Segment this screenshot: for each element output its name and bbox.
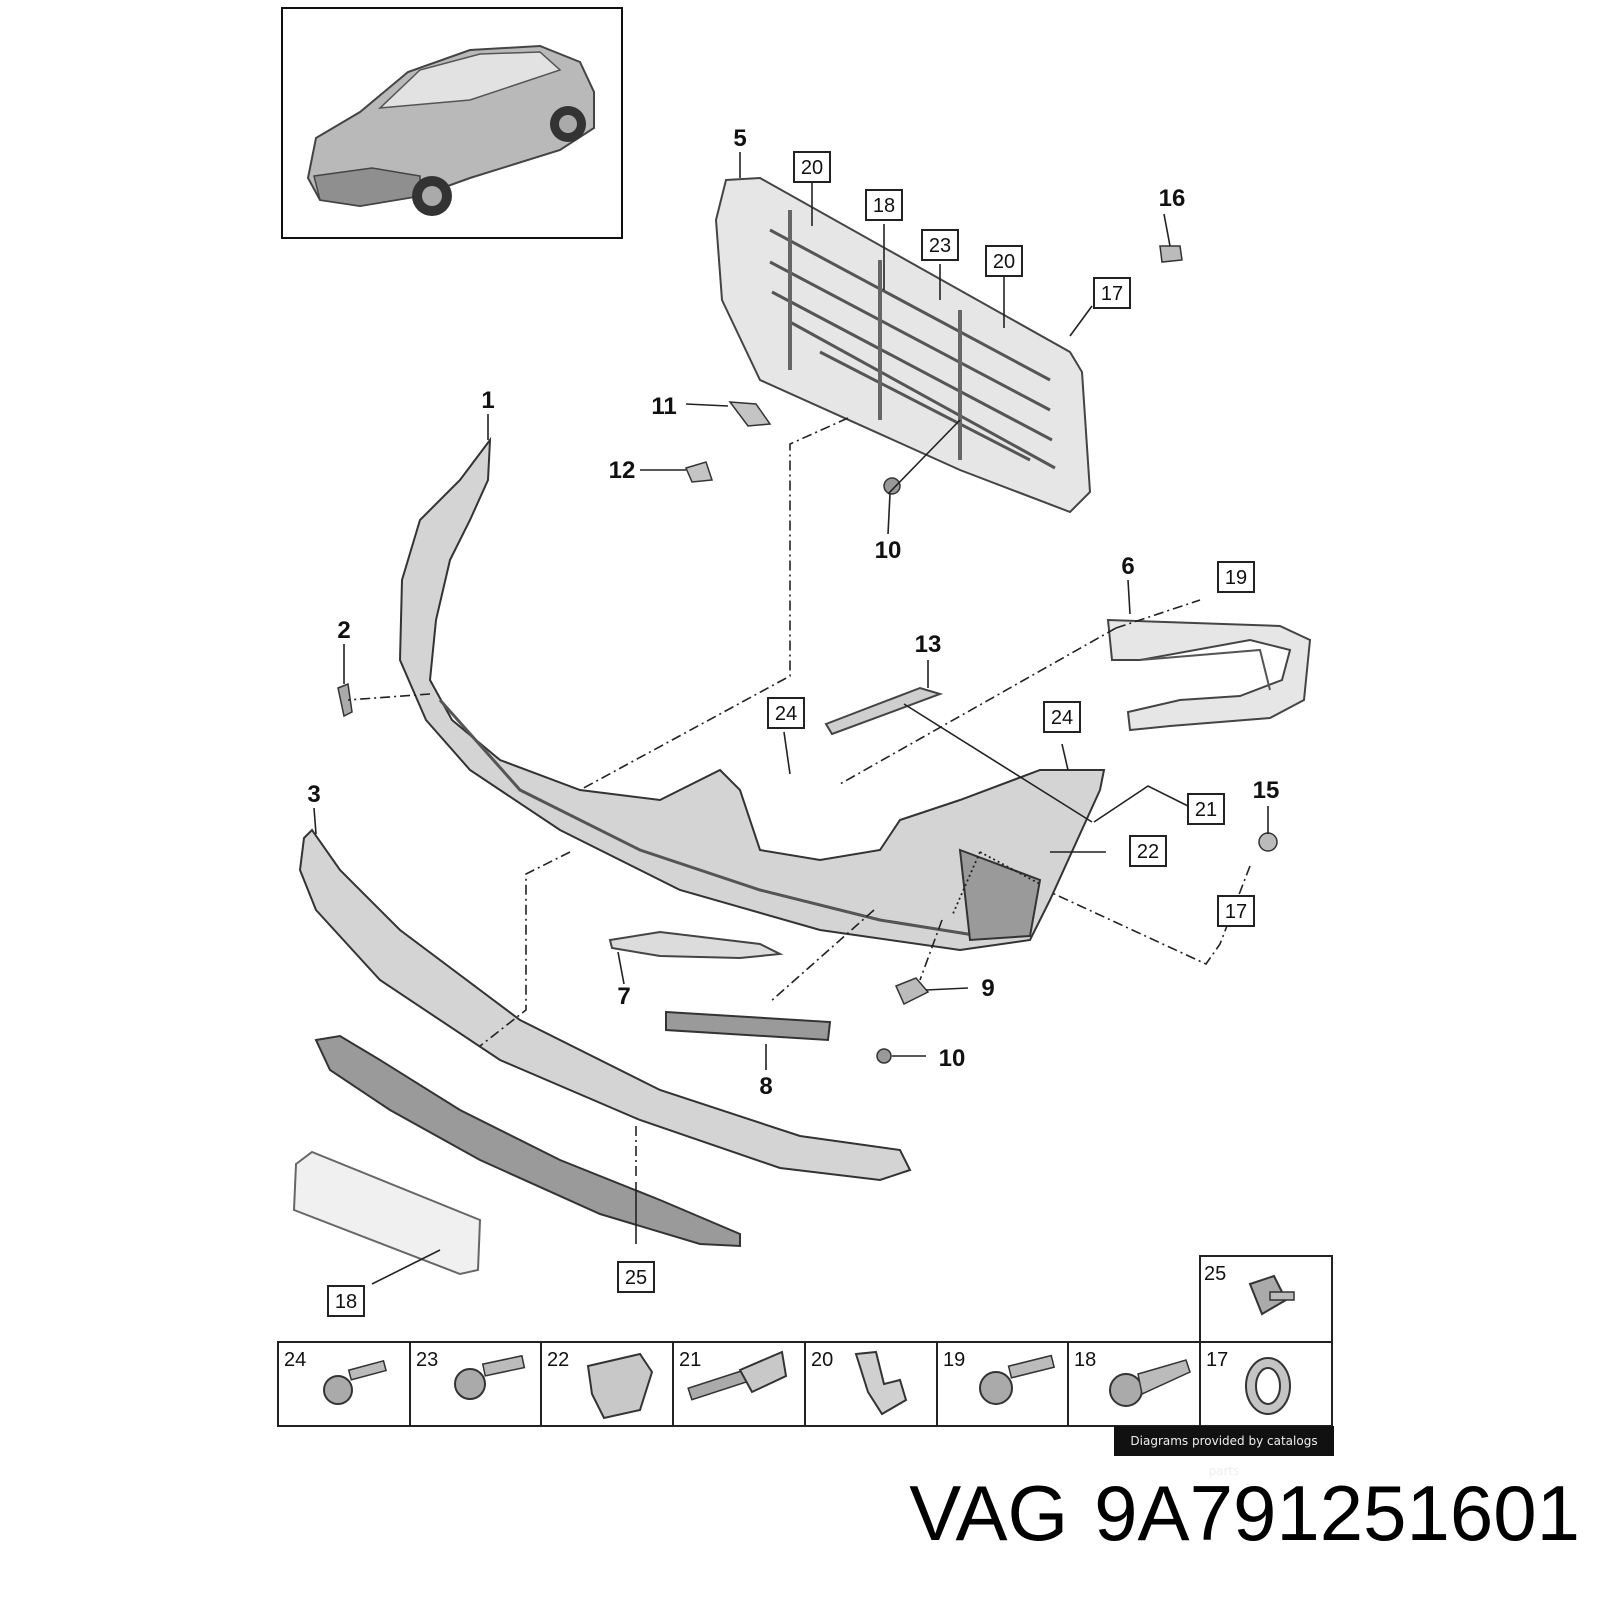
callout-10-lower: 10	[939, 1045, 966, 1072]
fastener-cell-18-label: 18	[1074, 1349, 1096, 1371]
fastener-table: 25 24 23 22 21 20 19 18 17	[277, 1255, 1333, 1427]
boxed-callout-25: 25	[617, 1261, 655, 1293]
fastener-cell-17-label: 17	[1206, 1349, 1228, 1371]
boxed-callout-21: 21	[1187, 793, 1225, 825]
fastener-cell-24-label: 24	[284, 1349, 306, 1371]
lower-lip-strip	[314, 1034, 741, 1248]
nut-ring-icon	[1245, 1357, 1291, 1415]
bumper-cover	[398, 436, 1106, 952]
assembly-lines	[347, 417, 1251, 1176]
side-vent-frame	[1106, 618, 1312, 732]
svg-text:20: 20	[993, 251, 1015, 273]
callout-8: 8	[759, 1073, 772, 1100]
callout-3: 3	[307, 781, 320, 808]
boxed-callout-20a: 20	[793, 151, 831, 183]
part-9-bracket	[894, 977, 930, 1006]
bolt-icon	[323, 1359, 387, 1405]
lower-spoiler	[298, 828, 912, 1182]
fastener-cell-21-label: 21	[679, 1349, 701, 1371]
boxed-callout-23: 23	[921, 229, 959, 261]
callout-16: 16	[1159, 185, 1186, 212]
svg-text:17: 17	[1101, 283, 1123, 305]
boxed-callout-24a: 24	[767, 697, 805, 729]
leader-lines	[313, 152, 1269, 1285]
callout-5: 5	[733, 125, 746, 152]
svg-text:18: 18	[335, 1291, 357, 1313]
part-10-clip-lower	[876, 1048, 892, 1064]
callout-11: 11	[651, 393, 676, 420]
part-caption: VAG 9A791251601	[840, 1468, 1580, 1559]
svg-text:19: 19	[1225, 567, 1247, 589]
callout-numbers: 1 2 3 5 6 7 8 9 10 10 11 12 13 15 16	[307, 125, 1279, 1100]
svg-text:20: 20	[801, 157, 823, 179]
callout-7: 7	[617, 983, 630, 1010]
rivet-icon	[687, 1350, 788, 1401]
svg-text:24: 24	[1051, 707, 1073, 729]
callout-2: 2	[337, 617, 350, 644]
svg-text:18: 18	[873, 195, 895, 217]
bolt-icon	[979, 1354, 1056, 1405]
boxed-callouts: 20 18 23 20 17 19 24 24 21 22 17 25 18	[327, 151, 1255, 1317]
boxed-callout-20b: 20	[985, 245, 1023, 277]
part-11-bracket	[728, 401, 772, 427]
boxed-callout-18b: 18	[327, 1285, 365, 1317]
fastener-cell-20-label: 20	[811, 1349, 833, 1371]
svg-text:24: 24	[775, 703, 797, 725]
callout-6: 6	[1121, 553, 1134, 580]
boxed-callout-17b: 17	[1217, 895, 1255, 927]
molding-strip	[824, 686, 944, 736]
svg-text:21: 21	[1195, 799, 1217, 821]
boxed-callout-17a: 17	[1093, 277, 1131, 309]
svg-text:17: 17	[1225, 901, 1247, 923]
callout-9: 9	[981, 975, 994, 1002]
part-15-clip	[1258, 832, 1278, 852]
part-2-clip	[337, 682, 353, 718]
boxed-callout-19: 19	[1217, 561, 1255, 593]
svg-text:25: 25	[625, 1267, 647, 1289]
vehicle-thumbnail	[281, 7, 623, 239]
boxed-callout-18a: 18	[865, 189, 903, 221]
part-10-clip-upper	[883, 477, 901, 495]
fastener-cell-19-label: 19	[943, 1349, 965, 1371]
upper-grille	[714, 176, 1092, 514]
trim-strip	[608, 930, 784, 960]
self-tapping-screw-icon	[1109, 1359, 1191, 1407]
diagram-credit: Diagrams provided by catalogs parts	[1114, 1426, 1334, 1478]
clip-icon	[586, 1352, 654, 1420]
part-number: 9A791251601	[1094, 1469, 1580, 1557]
boxed-callout-24b: 24	[1043, 701, 1081, 733]
fastener-cell-23-label: 23	[416, 1349, 438, 1371]
spring-clip-icon	[854, 1350, 908, 1416]
svg-text:23: 23	[929, 235, 951, 257]
bolt-icon	[454, 1354, 526, 1400]
part-16-clip	[1159, 245, 1183, 263]
brand-label: VAG	[909, 1469, 1069, 1557]
part-12-sensor	[684, 461, 714, 483]
fastener-cell-25-label: 25	[1204, 1263, 1226, 1285]
callout-15: 15	[1253, 777, 1280, 804]
boxed-callout-22: 22	[1129, 835, 1167, 867]
svg-text:22: 22	[1137, 841, 1159, 863]
callout-13: 13	[915, 631, 942, 658]
screw-icon	[1248, 1274, 1295, 1316]
lower-grille-insert	[665, 1010, 832, 1042]
fastener-cell-22-label: 22	[547, 1349, 569, 1371]
callout-1: 1	[481, 387, 494, 414]
callout-10-upper: 10	[875, 537, 902, 564]
callout-12: 12	[609, 457, 636, 484]
license-plate-bracket	[292, 1150, 482, 1276]
